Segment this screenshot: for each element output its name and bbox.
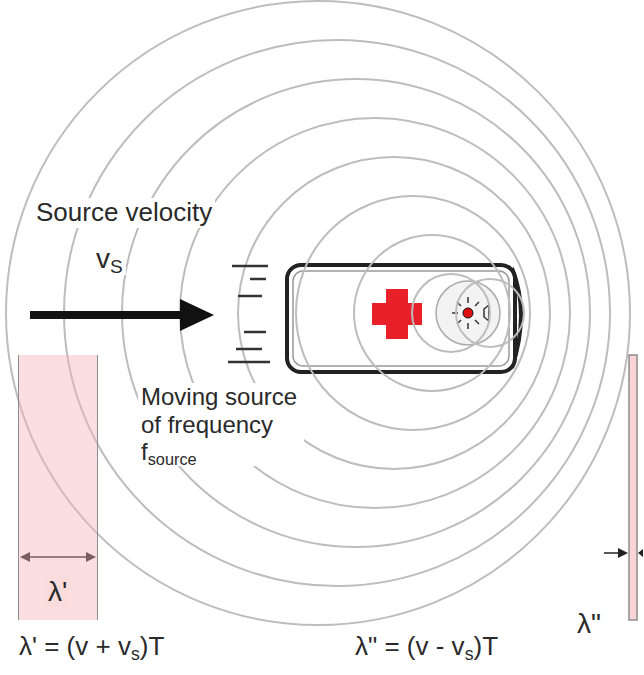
motion-lines (228, 266, 270, 362)
width-arrow (604, 548, 643, 558)
subscript: S (110, 256, 123, 277)
formula: λ' = (v + vs)T (16, 632, 167, 662)
wavelength-symbol: λ' (46, 577, 69, 608)
wavelength-symbol: λ" (574, 608, 604, 640)
ambulance (287, 265, 521, 372)
formula: λ" = (v - vs)T (352, 632, 501, 662)
wavelength-band: λ' (18, 355, 98, 620)
axis-label: Source velocity (33, 198, 215, 228)
velocity-symbol: vS (93, 243, 126, 275)
source-label: Moving source of frequency fsource (138, 383, 304, 466)
wave-fronts (6, 1, 630, 625)
subscript: source (148, 450, 197, 468)
velocity-arrow (30, 299, 214, 331)
subscript: s (465, 644, 474, 664)
wavelength-band (629, 355, 637, 620)
subscript: s (131, 644, 140, 664)
